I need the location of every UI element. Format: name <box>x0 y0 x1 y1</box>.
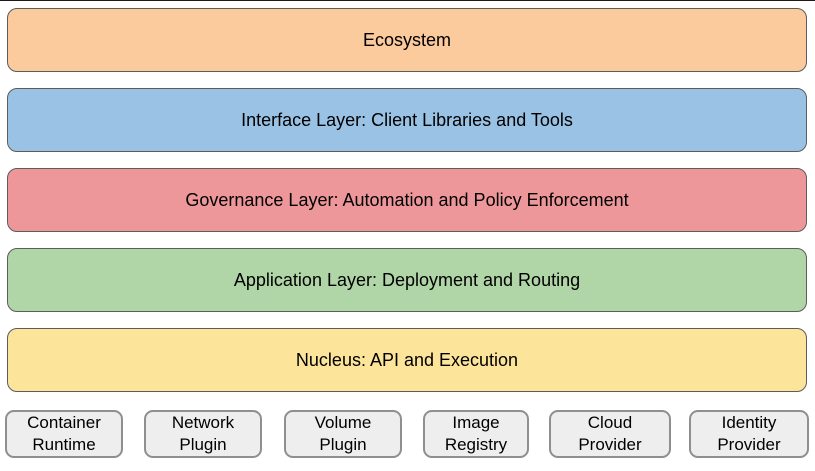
plugin-cloud-provider: Cloud Provider <box>549 410 671 458</box>
layer-nucleus-label: Nucleus: API and Execution <box>295 349 519 370</box>
layer-application: Application Layer: Deployment and Routin… <box>7 248 807 312</box>
layer-nucleus: Nucleus: API and Execution <box>7 328 807 392</box>
layer-ecosystem-label: Ecosystem <box>362 29 452 50</box>
plugin-volume-plugin: Volume Plugin <box>284 410 402 458</box>
layer-governance: Governance Layer: Automation and Policy … <box>7 168 807 232</box>
plugin-cloud-provider-label: Cloud Provider <box>578 412 642 454</box>
plugin-image-registry: Image Registry <box>423 410 529 458</box>
plugin-identity-provider-label: Identity Provider <box>717 412 781 454</box>
layer-governance-label: Governance Layer: Automation and Policy … <box>185 189 629 210</box>
plugin-network-plugin-label: Network Plugin <box>171 412 235 454</box>
plugin-identity-provider: Identity Provider <box>689 410 809 458</box>
plugin-image-registry-label: Image Registry <box>444 412 508 454</box>
layer-interface-label: Interface Layer: Client Libraries and To… <box>241 109 573 130</box>
layer-application-label: Application Layer: Deployment and Routin… <box>233 269 581 290</box>
layer-ecosystem: Ecosystem <box>7 8 807 72</box>
plugin-container-runtime: Container Runtime <box>5 410 123 458</box>
plugin-volume-plugin-label: Volume Plugin <box>314 412 372 454</box>
plugin-network-plugin: Network Plugin <box>144 410 262 458</box>
plugin-container-runtime-label: Container Runtime <box>27 412 101 454</box>
top-crop-line <box>0 0 815 1</box>
layer-interface: Interface Layer: Client Libraries and To… <box>7 88 807 152</box>
